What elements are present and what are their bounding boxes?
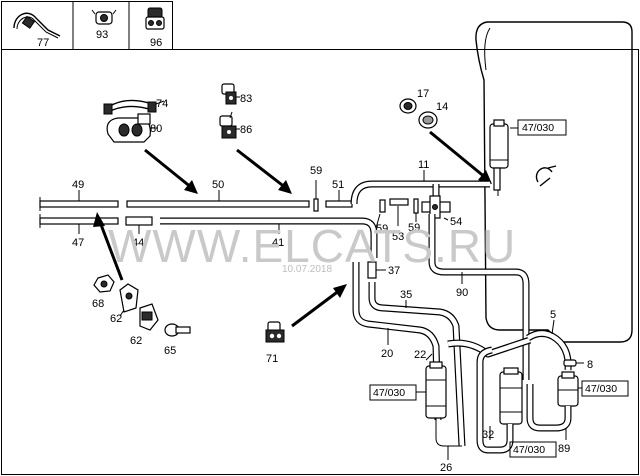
- t-piece-54: [421, 195, 451, 219]
- diagram-frame: [1, 49, 639, 475]
- callout-50: 50: [212, 179, 224, 191]
- callout-65: 65: [164, 345, 176, 357]
- ref-box-top-label: 47/030: [522, 122, 554, 134]
- callout-20: 20: [381, 348, 393, 360]
- callout-59b: 59: [376, 223, 388, 235]
- watermark-site: WWW.ELCATS.RU: [108, 220, 516, 272]
- callout-37: 37: [388, 265, 400, 277]
- pipe-35: [368, 282, 466, 447]
- callout-32: 32: [482, 429, 494, 441]
- fuel-tank: [475, 21, 633, 343]
- ref-box-top: [517, 119, 567, 136]
- callout-14: 14: [436, 101, 448, 113]
- pipe-20: [352, 262, 442, 421]
- bracket-62b: [139, 303, 159, 331]
- holder-clip-icon: [145, 7, 165, 30]
- fuel-filter-right: [557, 371, 579, 407]
- callout-54: 54: [450, 216, 462, 228]
- clip-icon: [91, 9, 117, 25]
- cap-14: [418, 111, 438, 129]
- screw-65: [164, 323, 191, 337]
- callout-71: 71: [266, 353, 278, 365]
- callout-80: 80: [150, 123, 162, 135]
- part-number-96: 96: [150, 37, 162, 49]
- callout-53: 53: [392, 231, 404, 243]
- fuel-filter-middle: [499, 367, 523, 425]
- callout-59c: 59: [408, 222, 420, 234]
- pipe-41: [160, 217, 378, 258]
- callout-68: 68: [92, 298, 104, 310]
- callout-44: 44: [132, 237, 144, 249]
- callout-90: 90: [456, 287, 468, 299]
- fuel-filter-left: [425, 361, 462, 447]
- clamp-62a: [119, 283, 139, 313]
- fuel-sender-top: [489, 119, 509, 196]
- pipe-51: [325, 200, 353, 208]
- tank-inner-edge: [484, 27, 491, 71]
- callout-35: 35: [400, 289, 412, 301]
- connector-59c: [413, 198, 419, 214]
- connector-59b: [375, 199, 386, 229]
- pipe-89: [526, 384, 572, 432]
- pipe-32: [476, 346, 514, 454]
- clip-block-80: [106, 113, 151, 143]
- ref-box-right-label: 47/030: [585, 383, 617, 395]
- callout-22: 22: [414, 349, 426, 361]
- cable-tie-icon: [13, 12, 61, 39]
- callout-83: 83: [240, 93, 252, 105]
- watermark-date: 10.07.2018: [282, 264, 332, 275]
- ref-box-middle: [509, 441, 557, 458]
- callout-5: 5: [550, 309, 556, 321]
- callout-59a: 59: [310, 165, 322, 177]
- part-number-77: 77: [37, 37, 49, 49]
- callout-62b: 62: [130, 335, 142, 347]
- callout-41: 41: [272, 237, 284, 249]
- fitting-8: [563, 359, 577, 367]
- clip-71: [265, 321, 285, 343]
- ref-box-right: [581, 380, 629, 397]
- pipe-90: [428, 214, 530, 380]
- callout-62a: 62: [110, 313, 122, 325]
- callout-26: 26: [440, 462, 452, 474]
- clip-83: [221, 83, 237, 105]
- pipe-11: [350, 180, 490, 205]
- callout-74: 74: [156, 98, 168, 110]
- callout-11: 11: [418, 159, 429, 171]
- callout-51: 51: [332, 179, 344, 191]
- pipe-5: [526, 329, 572, 371]
- callout-8: 8: [587, 359, 593, 371]
- clip-strip-74: [103, 99, 157, 115]
- callout-49: 49: [72, 179, 84, 191]
- ref-box-left-label: 47/030: [373, 387, 405, 399]
- header-parts-strip: [1, 1, 173, 50]
- sleeve-53: [389, 198, 409, 206]
- callout-47: 47: [72, 237, 84, 249]
- connector-59a: [313, 198, 319, 212]
- pipe-50: [126, 200, 310, 208]
- ref-box-middle-label: 47/030: [513, 444, 545, 456]
- tank-cap-icon: [535, 165, 557, 187]
- callout-17: 17: [417, 88, 429, 100]
- part-number-93: 93: [96, 29, 108, 41]
- nut-68: [93, 274, 115, 293]
- clip-86: [219, 111, 237, 139]
- grommet-17: [399, 98, 417, 114]
- callout-89: 89: [558, 443, 570, 455]
- callout-86: 86: [240, 124, 252, 136]
